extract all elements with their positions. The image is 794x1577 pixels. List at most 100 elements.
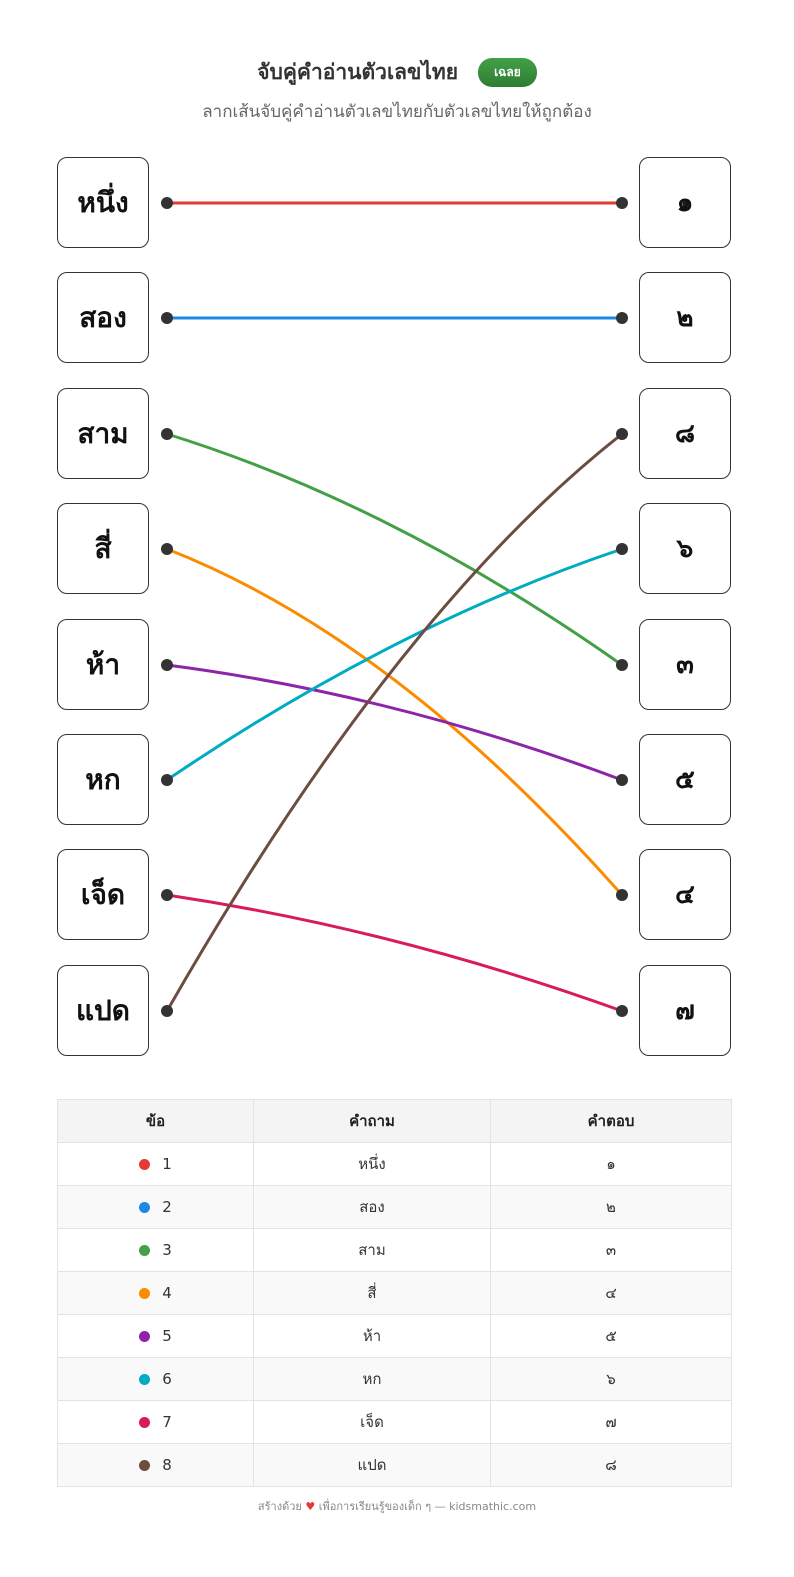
cell-answer: ๖ <box>490 1357 732 1401</box>
table-row: 5 ห้า๕ <box>57 1314 732 1358</box>
word-card[interactable]: เจ็ด <box>57 849 149 940</box>
cell-no: 4 <box>57 1271 254 1315</box>
connection-line <box>165 432 623 1012</box>
cell-no: 5 <box>57 1314 254 1358</box>
connection-lines <box>161 197 628 1017</box>
color-dot-icon <box>139 1331 151 1342</box>
row-number: 1 <box>162 1155 172 1173</box>
word-card[interactable]: หนึ่ง <box>57 157 149 248</box>
right-anchor-dot[interactable] <box>616 774 628 786</box>
left-anchor-dot[interactable] <box>161 889 173 901</box>
right-anchor-dot[interactable] <box>616 1005 628 1017</box>
word-card[interactable]: ห้า <box>57 619 149 710</box>
word-card[interactable]: สอง <box>57 272 149 363</box>
connection-line <box>166 547 623 782</box>
right-anchor-dot[interactable] <box>616 543 628 555</box>
cell-question: สาม <box>253 1228 491 1272</box>
color-dot-icon <box>139 1460 151 1471</box>
cell-answer: ๔ <box>490 1271 732 1315</box>
table-row: 7 เจ็ด๗ <box>57 1400 732 1444</box>
numeral-card[interactable]: ๑ <box>639 157 731 248</box>
word-card[interactable]: สี่ <box>57 503 149 594</box>
row-number: 7 <box>162 1413 172 1431</box>
cell-no: 6 <box>57 1357 254 1401</box>
title-row: จับคู่คำอ่านตัวเลขไทย เฉลย <box>0 52 794 92</box>
page-title: จับคู่คำอ่านตัวเลขไทย <box>257 59 459 84</box>
table-row: 8 แปด๘ <box>57 1443 732 1487</box>
cell-answer: ๒ <box>490 1185 732 1229</box>
cell-answer: ๓ <box>490 1228 732 1272</box>
table-row: 3 สาม๓ <box>57 1228 732 1272</box>
color-dot-icon <box>139 1202 151 1213</box>
color-dot-icon <box>139 1417 151 1428</box>
cell-question: สอง <box>253 1185 491 1229</box>
word-card[interactable]: แปด <box>57 965 149 1056</box>
matching-board: หนึ่งสองสามสี่ห้าหกเจ็ดแปด ๑๒๘๖๓๕๔๗ <box>57 157 731 1056</box>
row-number: 6 <box>162 1370 172 1388</box>
footer: สร้างด้วย ♥ เพื่อการเรียนรู้ของเด็ก ๆ — … <box>0 1497 794 1515</box>
header-no: ข้อ <box>57 1099 254 1143</box>
row-number: 5 <box>162 1327 172 1345</box>
left-anchor-dot[interactable] <box>161 312 173 324</box>
numeral-card[interactable]: ๕ <box>639 734 731 825</box>
right-anchor-dot[interactable] <box>616 889 628 901</box>
table-row: 4 สี่๔ <box>57 1271 732 1315</box>
color-dot-icon <box>139 1374 151 1385</box>
cell-question: หก <box>253 1357 491 1401</box>
row-number: 8 <box>162 1456 172 1474</box>
left-anchor-dot[interactable] <box>161 774 173 786</box>
left-anchor-dot[interactable] <box>161 428 173 440</box>
numeral-card[interactable]: ๘ <box>639 388 731 479</box>
color-dot-icon <box>139 1159 151 1170</box>
color-dot-icon <box>139 1245 151 1256</box>
cell-answer: ๘ <box>490 1443 732 1487</box>
header-answer: คำตอบ <box>490 1099 732 1143</box>
table-row: 1 หนึ่ง๑ <box>57 1142 732 1186</box>
word-card[interactable]: สาม <box>57 388 149 479</box>
numeral-card[interactable]: ๖ <box>639 503 731 594</box>
page-subtitle: ลากเส้นจับคู่คำอ่านตัวเลขไทยกับตัวเลขไทย… <box>202 102 592 122</box>
left-anchor-dot[interactable] <box>161 543 173 555</box>
numeral-card[interactable]: ๒ <box>639 272 731 363</box>
right-anchor-dot[interactable] <box>616 312 628 324</box>
right-anchor-dot[interactable] <box>616 659 628 671</box>
cell-question: เจ็ด <box>253 1400 491 1444</box>
connection-line <box>166 663 623 782</box>
word-card[interactable]: หก <box>57 734 149 825</box>
right-anchor-dot[interactable] <box>616 428 628 440</box>
cell-question: หนึ่ง <box>253 1142 491 1186</box>
cell-question: แปด <box>253 1443 491 1487</box>
cell-answer: ๑ <box>490 1142 732 1186</box>
cell-answer: ๗ <box>490 1400 732 1444</box>
numeral-card[interactable]: ๓ <box>639 619 731 710</box>
color-dot-icon <box>139 1288 151 1299</box>
cell-question: สี่ <box>253 1271 491 1315</box>
numeral-card[interactable]: ๔ <box>639 849 731 940</box>
row-number: 4 <box>162 1284 172 1302</box>
row-number: 3 <box>162 1241 172 1259</box>
left-anchor-dot[interactable] <box>161 1005 173 1017</box>
table-header-row: ข้อ คำถาม คำตอบ <box>57 1099 732 1143</box>
table-row: 6 หก๖ <box>57 1357 732 1401</box>
footer-suffix: เพื่อการเรียนรู้ของเด็ก ๆ — kidsmathic.c… <box>318 1500 537 1513</box>
heart-icon: ♥ <box>305 1500 316 1513</box>
header-question: คำถาม <box>253 1099 491 1143</box>
cell-no: 3 <box>57 1228 254 1272</box>
cell-no: 1 <box>57 1142 254 1186</box>
answer-key-badge[interactable]: เฉลย <box>478 57 537 87</box>
numeral-card[interactable]: ๗ <box>639 965 731 1056</box>
connection-line <box>166 432 623 667</box>
cell-question: ห้า <box>253 1314 491 1358</box>
left-anchor-dot[interactable] <box>161 197 173 209</box>
cell-no: 8 <box>57 1443 254 1487</box>
footer-prefix: สร้างด้วย <box>257 1500 302 1513</box>
cell-no: 7 <box>57 1400 254 1444</box>
cell-answer: ๕ <box>490 1314 732 1358</box>
right-anchor-dot[interactable] <box>616 197 628 209</box>
header: จับคู่คำอ่านตัวเลขไทย เฉลย ลากเส้นจับคู่… <box>0 52 794 125</box>
connection-line <box>166 893 623 1013</box>
connection-line <box>166 547 624 896</box>
left-anchor-dot[interactable] <box>161 659 173 671</box>
